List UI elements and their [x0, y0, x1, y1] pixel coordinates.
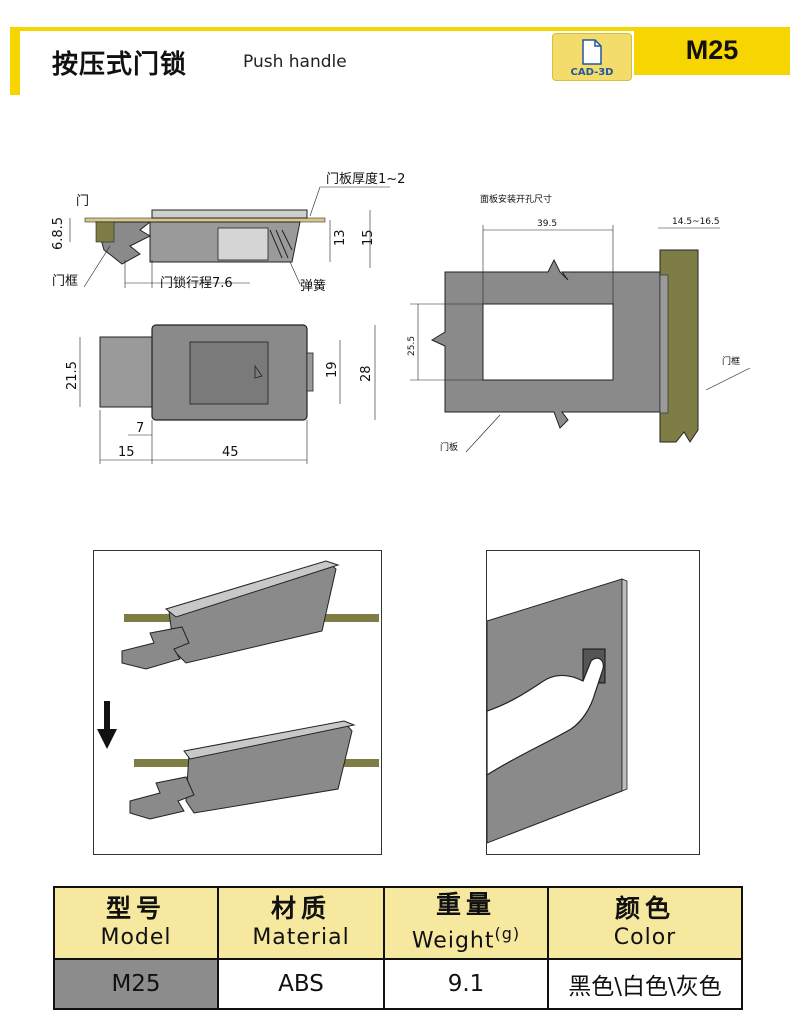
label-frame: 门框 [52, 274, 78, 289]
door-frame [659, 249, 699, 443]
label-spring: 弹簧 [300, 278, 326, 294]
hand-press-illustration [486, 550, 700, 855]
lock-action-illustration [93, 550, 382, 855]
header-color: 颜色 Color [547, 886, 743, 960]
hand-press-art [486, 578, 628, 844]
cell-material: ABS [217, 958, 385, 1010]
label-frame-right: 门框 [722, 355, 740, 367]
label-dim-21-5: 21.5 [65, 361, 80, 390]
header-color-cn: 颜色 [614, 894, 675, 923]
latch-upper [121, 626, 190, 670]
lock-action-art [97, 560, 379, 820]
header-weight-unit: (g) [494, 924, 521, 944]
door-panel-strip [84, 217, 326, 223]
button-arrow [254, 364, 263, 379]
header-accent-bar [10, 27, 20, 95]
label-dim-19: 19 [325, 361, 340, 378]
header-weight: 重量 Weight(g) [383, 886, 549, 960]
arrow-shaft [104, 701, 110, 731]
header-weight-cn: 重量 [435, 890, 496, 920]
table-row: M25 ABS 9.1 黑色\白色\灰色 [53, 958, 743, 1010]
cell-weight: 9.1 [383, 958, 549, 1010]
model-code-box: M25 [634, 27, 790, 75]
cell-color: 黑色\白色\灰色 [547, 958, 743, 1010]
flange-lower [183, 720, 356, 760]
cell-model: M25 [53, 958, 219, 1010]
label-dim-39-5: 39.5 [537, 219, 557, 229]
technical-drawings: 门 门板厚度1~2 6.8.5 13 15 门框 门锁行程7.6 弹簧 21.5… [51, 171, 751, 464]
spec-table: 型号 Model 材质 Material 重量 Weight(g) 颜色 Col… [53, 886, 743, 1010]
front-view-drawing: 21.5 19 28 7 15 45 [65, 324, 376, 464]
label-dim-7: 7 [136, 421, 144, 436]
header-model: 型号 Model [53, 886, 219, 960]
pressing-hand [486, 657, 604, 777]
cad-3d-badge[interactable]: CAD-3D [552, 33, 632, 81]
label-dim-45: 45 [222, 445, 239, 460]
cad-3d-label: CAD-3D [570, 67, 614, 78]
side-view-drawing: 门 门板厚度1~2 6.8.5 13 15 门框 门锁行程7.6 弹簧 [51, 171, 405, 294]
latch-lower [129, 776, 195, 820]
table-header-row: 型号 Model 材质 Material 重量 Weight(g) 颜色 Col… [53, 886, 743, 960]
page-subtitle: Push handle [243, 52, 347, 72]
header-weight-en: Weight [411, 928, 495, 954]
panel-cutout-drawing: 面板安装开孔尺寸 39.5 14.5~16.5 25.5 门板 门框 [407, 193, 751, 453]
header-rule [20, 27, 790, 31]
door-edge [621, 578, 628, 792]
handle-upper [168, 562, 337, 664]
label-dim-6-8-5: 6.8.5 [51, 217, 66, 250]
header-model-cn: 型号 [105, 894, 166, 923]
push-button [189, 341, 269, 405]
model-code: M25 [685, 35, 739, 65]
label-dim-14-5-16-5: 14.5~16.5 [672, 217, 720, 227]
spring-coil [269, 229, 293, 259]
label-dim-15-side: 15 [361, 229, 376, 246]
header-color-en: Color [613, 925, 677, 950]
label-panel-thickness: 门板厚度1~2 [326, 171, 405, 187]
cutout-hole [482, 303, 614, 381]
document-icon [582, 39, 602, 65]
label-dim-28: 28 [359, 365, 374, 382]
label-lock-travel: 门锁行程7.6 [160, 275, 233, 291]
flange-upper [164, 560, 340, 618]
side-tab [306, 352, 314, 392]
header-weight-en-wrap: Weight(g) [385, 920, 547, 955]
door-frame-block [95, 221, 115, 243]
latch-side [99, 336, 153, 408]
handle-flange [151, 209, 308, 219]
header-material-cn: 材质 [270, 894, 331, 923]
label-dim-25-5: 25.5 [407, 336, 417, 356]
header-material: 材质 Material [217, 886, 385, 960]
label-dim-15-bottom: 15 [118, 445, 135, 460]
label-door: 门 [76, 194, 89, 209]
label-panel: 门板 [440, 441, 458, 453]
header-material-en: Material [252, 925, 350, 950]
label-dim-13: 13 [333, 229, 348, 246]
header-model-en: Model [100, 925, 172, 950]
down-arrow-icon [97, 729, 117, 749]
page-title: 按压式门锁 [52, 50, 188, 80]
label-cutout-title: 面板安装开孔尺寸 [480, 193, 552, 205]
panel-edge [659, 274, 669, 414]
spring-housing [217, 227, 269, 261]
